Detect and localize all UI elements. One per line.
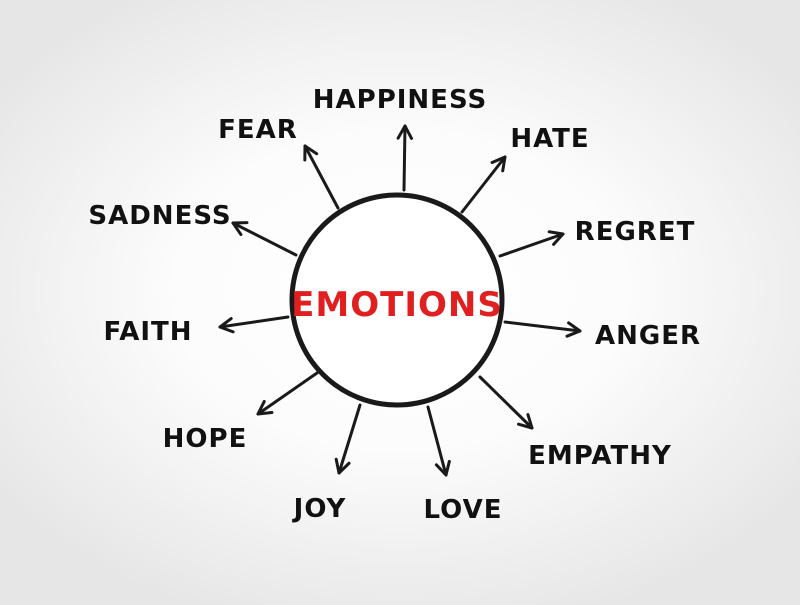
- arrowhead-happiness: [396, 124, 414, 140]
- center-circle: [289, 192, 505, 408]
- label-happiness: HAPPINESS: [313, 85, 487, 115]
- label-hope: HOPE: [163, 424, 248, 454]
- arrowhead-hope: [256, 399, 274, 416]
- arrowhead-sadness: [231, 221, 249, 237]
- arrowhead-anger: [565, 321, 582, 338]
- label-sadness: SADNESS: [88, 201, 231, 231]
- label-fear: FEAR: [218, 115, 298, 145]
- arrow-to-happiness: [402, 124, 407, 192]
- arrow-to-anger: [503, 320, 582, 333]
- arrow-to-love: [426, 405, 448, 477]
- label-regret: REGRET: [575, 217, 696, 247]
- arrowhead-hate: [490, 155, 507, 173]
- arrow-to-joy: [337, 403, 362, 475]
- arrow-to-sadness: [231, 221, 298, 257]
- labels-group: HAPPINESS HATE REGRET ANGER EMPATHY LOVE JOY HO…: [88, 85, 701, 525]
- label-joy: JOY: [292, 494, 347, 524]
- arrow-to-fear: [303, 144, 340, 210]
- arrows-group: [218, 124, 582, 477]
- arrow-to-hate: [460, 155, 507, 214]
- arrow-to-empathy: [478, 375, 534, 430]
- arrowhead-empathy: [517, 413, 534, 430]
- arrowhead-joy: [334, 457, 351, 475]
- arrowhead-regret: [547, 230, 565, 246]
- label-hate: HATE: [510, 124, 589, 154]
- arrowhead-fear: [303, 144, 319, 162]
- arrow-to-regret: [498, 232, 565, 258]
- label-love: LOVE: [424, 495, 503, 525]
- arrow-to-faith: [218, 315, 290, 329]
- arrowhead-love: [434, 459, 451, 477]
- center-label: EMOTIONS: [291, 285, 503, 325]
- arrow-to-hope: [256, 371, 319, 416]
- label-anger: ANGER: [595, 321, 701, 351]
- arrowhead-faith: [218, 317, 235, 334]
- label-empathy: EMPATHY: [528, 441, 672, 471]
- label-faith: FAITH: [103, 317, 192, 347]
